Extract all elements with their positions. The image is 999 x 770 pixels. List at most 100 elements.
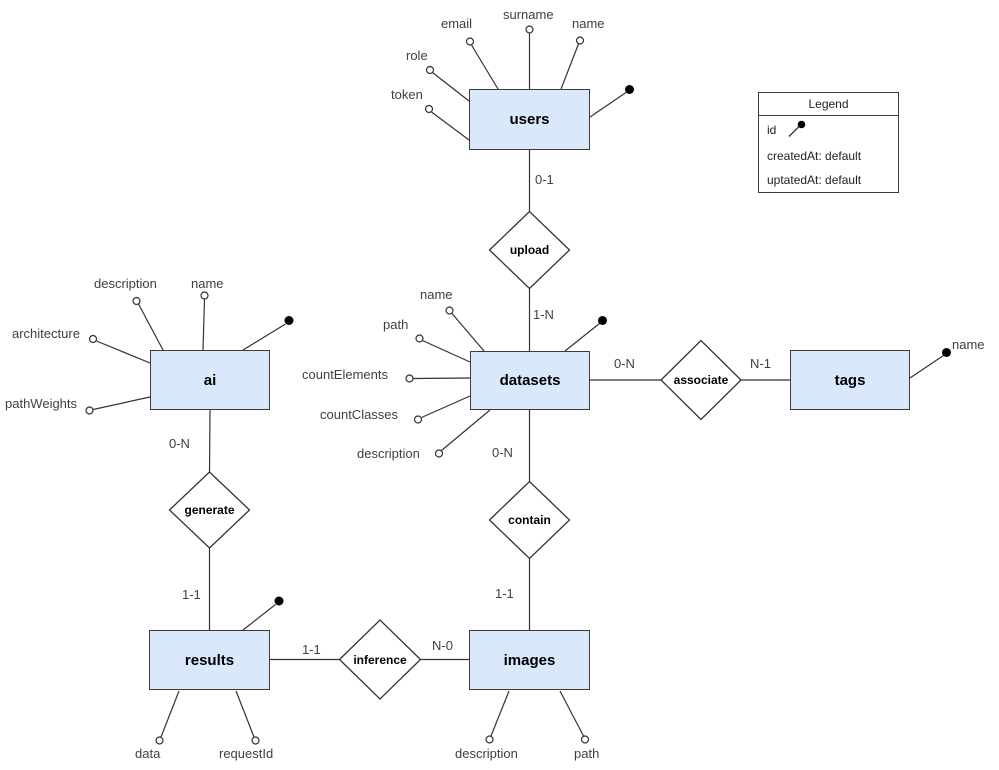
dot-datasets-name <box>445 306 454 315</box>
attribute-label-ai-pathWeights: pathWeights <box>5 396 78 411</box>
connector-datasets-id-key <box>564 323 600 352</box>
relationship-diamonds <box>168 210 742 700</box>
entity-tags: tags <box>790 350 910 410</box>
connector-images-description <box>490 690 510 737</box>
attribute-label-ai-architecture: architecture <box>12 326 80 341</box>
connector-results-data <box>160 690 180 738</box>
dot-datasets-countClasses <box>413 415 423 424</box>
connector-datasets-countElements <box>412 377 471 380</box>
attribute-label-users-name: name <box>572 16 605 31</box>
attribute-label-datasets-path: path <box>383 317 409 332</box>
attribute-connectors <box>92 33 944 738</box>
relationship-label-contain: contain <box>508 513 551 527</box>
cardinality-ai-generate: 0-N <box>169 436 190 451</box>
cardinality-datasets-contain: 0-N <box>492 445 513 460</box>
dot-ai-pathWeights <box>85 406 94 415</box>
attribute-label-datasets-description: description <box>357 446 420 461</box>
connector-datasets-path <box>422 339 471 363</box>
connector-tags-name-key <box>909 355 944 379</box>
relationship-label-associate: associate <box>673 373 729 387</box>
dot-datasets-description <box>434 449 444 458</box>
attribute-label-users-token: token <box>391 87 423 102</box>
legend-id-row: id <box>767 120 809 140</box>
attribute-label-images-path: path <box>574 746 600 761</box>
diamond-associate <box>660 339 742 421</box>
dot-images-description <box>485 735 494 744</box>
connector-users-token <box>431 111 470 141</box>
connector-users-role <box>432 72 470 102</box>
legend-id-label: id <box>767 123 777 137</box>
dot-users-email <box>465 37 475 46</box>
relationship-label-inference: inference <box>353 652 407 667</box>
diamond-upload <box>488 210 571 290</box>
attribute-label-users-role: role <box>406 48 428 63</box>
key-dots <box>274 85 951 606</box>
connector-ai-description <box>137 303 164 351</box>
relationship-label-generate: generate <box>184 503 235 517</box>
connector-results-requestId <box>235 690 255 738</box>
cardinality-generate-results: 1-1 <box>182 587 201 602</box>
dot-results-data <box>155 736 164 745</box>
connector-results-id-key <box>242 604 276 631</box>
legend-updatedAt-row: uptatedAt: default <box>767 173 862 187</box>
key-dot-results-id <box>274 596 284 606</box>
attribute-label-datasets-name: name <box>420 287 453 302</box>
connector-images-path <box>559 690 585 737</box>
key-dot-users-id <box>625 85 634 94</box>
connector-ai-id-key <box>242 323 286 351</box>
cardinality-datasets-associate: 0-N <box>614 356 635 371</box>
cardinality-results-inference: 1-1 <box>302 642 321 657</box>
diamond-contain <box>488 480 571 560</box>
cardinality-associate-tags: N-1 <box>750 356 771 371</box>
attribute-label-images-description: description <box>455 746 518 761</box>
entity-datasets: datasets <box>470 351 590 410</box>
dot-images-path <box>580 735 590 744</box>
entity-results: results <box>149 630 270 690</box>
dot-results-requestId <box>251 736 260 745</box>
connector-ai-name <box>202 298 206 351</box>
attribute-label-datasets-countElements: countElements <box>302 367 388 382</box>
dot-datasets-path <box>415 334 424 343</box>
relationship-label-upload: upload <box>509 243 550 257</box>
dot-ai-description <box>132 296 141 306</box>
connector-datasets-description <box>441 409 491 451</box>
diamond-generate <box>168 471 251 549</box>
dot-ai-architecture <box>88 334 98 344</box>
primary-key-icon <box>788 120 806 137</box>
cardinality-contain-images: 1-1 <box>495 586 514 601</box>
cardinality-inference-images: N-0 <box>432 638 453 653</box>
entity-users: users <box>469 89 590 150</box>
dot-users-surname <box>525 25 534 34</box>
attribute-label-results-requestId: requestId <box>219 746 274 761</box>
attribute-label-ai-name: name <box>191 276 224 291</box>
attribute-label-tags-name: name <box>952 337 985 352</box>
attribute-label-ai-description: description <box>94 276 157 291</box>
connector-users-email <box>470 44 499 90</box>
attribute-dots <box>85 25 590 745</box>
connector-users-name <box>560 43 580 90</box>
dot-ai-name <box>200 291 209 300</box>
attribute-label-datasets-countClasses: countClasses <box>320 407 399 422</box>
legend-createdAt-row: createdAt: default <box>767 149 862 163</box>
dot-datasets-countElements <box>405 374 414 383</box>
connector-ai-pathWeights <box>92 396 151 411</box>
dot-users-token <box>424 104 434 114</box>
edge-ai-generate <box>208 409 211 474</box>
connector-users-id-key <box>589 92 627 118</box>
relationship-edges <box>208 150 790 661</box>
attribute-label-users-email: email <box>441 16 473 31</box>
dot-users-name <box>575 36 585 45</box>
cardinality-users-upload: 0-1 <box>535 172 554 187</box>
legend-box: Legend id createdAt: default uptatedAt: … <box>758 92 899 193</box>
cardinality-upload-datasets: 1-N <box>533 307 554 322</box>
diamond-inference <box>338 619 422 700</box>
attribute-label-users-surname: surname <box>503 7 554 22</box>
entity-ai: ai <box>150 350 270 410</box>
attribute-label-results-data: data <box>135 746 161 761</box>
key-dot-tags-name <box>942 348 951 357</box>
connector-ai-architecture <box>96 340 151 364</box>
connector-datasets-name <box>451 313 485 352</box>
connector-datasets-countClasses <box>421 395 471 419</box>
